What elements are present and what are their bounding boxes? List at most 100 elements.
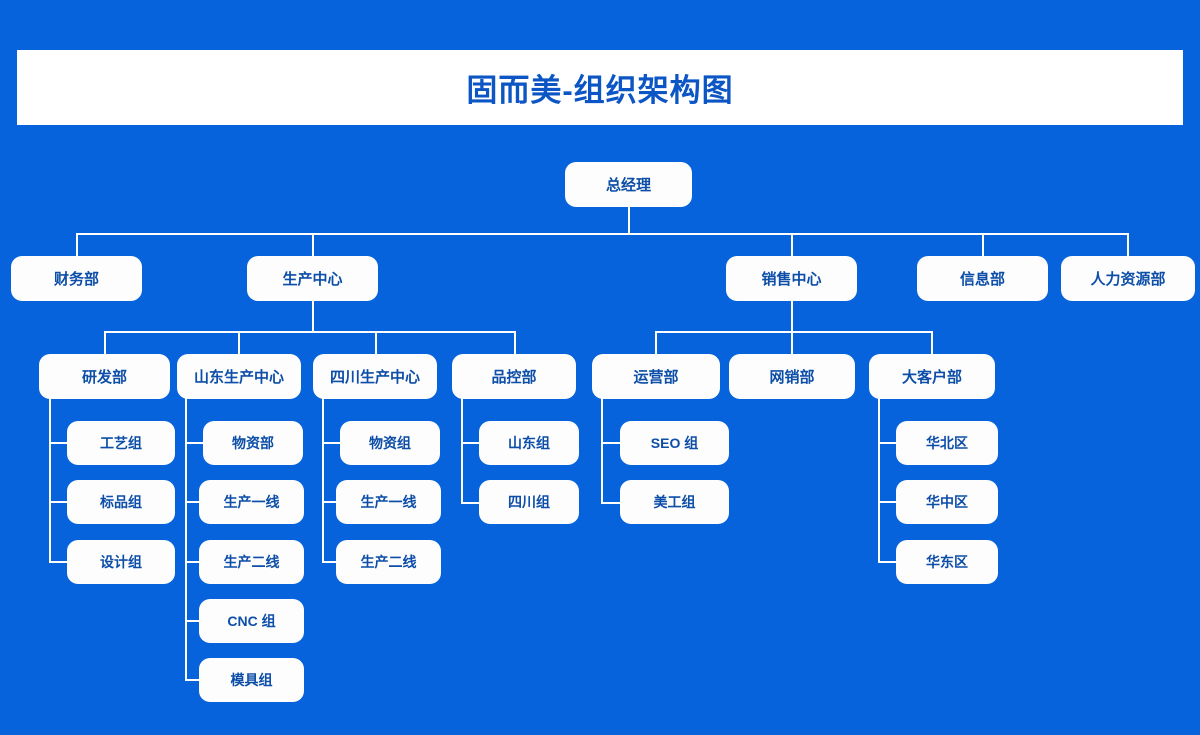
connector-sd-spine — [185, 398, 187, 681]
node-label: 生产二线 — [360, 554, 417, 570]
node-label: 运营部 — [633, 369, 679, 386]
connector-drop-prod — [312, 233, 314, 257]
node-label: 标品组 — [100, 494, 142, 510]
connector-sales-trunk — [655, 331, 932, 333]
node-information-dept[interactable]: 信息部 — [917, 256, 1048, 301]
node-label: 生产一线 — [360, 494, 417, 510]
node-label: 大客户部 — [901, 369, 962, 386]
connector-gm-stem — [628, 207, 630, 233]
node-sales-center[interactable]: 销售中心 — [726, 256, 857, 301]
connector-drop-info — [982, 233, 984, 257]
node-label: 网销部 — [769, 369, 815, 386]
connector-drop-keyacct — [931, 331, 933, 355]
node-label: 财务部 — [53, 271, 99, 288]
node-online-sales-dept[interactable]: 网销部 — [729, 354, 855, 399]
node-label: 物资组 — [369, 435, 411, 451]
connector-drop-sd — [238, 331, 240, 355]
connector-rd-stub-3 — [49, 561, 68, 563]
node-cnc-group[interactable]: CNC 组 — [199, 599, 304, 643]
node-label: 销售中心 — [761, 271, 822, 288]
node-finance-dept[interactable]: 财务部 — [11, 256, 142, 301]
connector-sc-spine — [322, 398, 324, 563]
connector-rd-spine — [49, 398, 51, 563]
connector-sd-stub-4 — [185, 620, 203, 622]
node-shandong-production-line-2[interactable]: 生产二线 — [199, 540, 304, 584]
connector-ops-stub-1 — [601, 442, 620, 444]
node-hr-dept[interactable]: 人力资源部 — [1061, 256, 1195, 301]
node-label: 总经理 — [605, 177, 651, 194]
connector-drop-sc — [375, 331, 377, 355]
connector-drop-hr — [1127, 233, 1129, 257]
connector-sales-stem — [791, 301, 793, 331]
connector-keyacct-stub-3 — [878, 561, 896, 563]
connector-sd-stub-2 — [185, 501, 203, 503]
connector-qc-stub-1 — [461, 442, 479, 444]
connector-level1-trunk — [76, 233, 1128, 235]
connector-sc-stub-2 — [322, 501, 340, 503]
connector-sc-stub-3 — [322, 561, 340, 563]
node-mold-group[interactable]: 模具组 — [199, 658, 304, 702]
node-qc-shandong-group[interactable]: 山东组 — [479, 421, 579, 465]
node-north-china-region[interactable]: 华北区 — [896, 421, 998, 465]
node-label: 生产一线 — [223, 494, 280, 510]
node-shandong-production-line-1[interactable]: 生产一线 — [199, 480, 304, 524]
node-label: 生产中心 — [282, 271, 343, 288]
connector-sd-stub-3 — [185, 561, 203, 563]
node-rd-dept[interactable]: 研发部 — [39, 354, 170, 399]
connector-drop-rd — [104, 331, 106, 355]
node-label: 华中区 — [926, 494, 968, 510]
node-sichuan-production-center[interactable]: 四川生产中心 — [313, 354, 437, 399]
title-banner: 固而美-组织架构图 — [17, 50, 1183, 125]
connector-drop-qc — [514, 331, 516, 355]
node-seo-group[interactable]: SEO 组 — [620, 421, 729, 465]
node-east-china-region[interactable]: 华东区 — [896, 540, 998, 584]
node-sichuan-materials-group[interactable]: 物资组 — [340, 421, 440, 465]
node-art-design-group[interactable]: 美工组 — [620, 480, 729, 524]
connector-ops-stub-2 — [601, 502, 620, 504]
connector-prod-stem — [312, 301, 314, 331]
node-label: 品控部 — [491, 369, 537, 386]
connector-keyacct-stub-1 — [878, 442, 896, 444]
connector-rd-stub-1 — [49, 442, 68, 444]
connector-drop-online — [791, 331, 793, 355]
node-operations-dept[interactable]: 运营部 — [592, 354, 720, 399]
node-label: 设计组 — [100, 554, 142, 570]
node-shandong-materials-dept[interactable]: 物资部 — [203, 421, 303, 465]
node-production-center[interactable]: 生产中心 — [247, 256, 378, 301]
connector-drop-sales — [791, 233, 793, 257]
node-label: CNC 组 — [227, 613, 276, 629]
node-label: 山东生产中心 — [193, 369, 284, 386]
node-central-china-region[interactable]: 华中区 — [896, 480, 998, 524]
connector-sd-stub-1 — [185, 442, 203, 444]
connector-sc-stub-1 — [322, 442, 340, 444]
node-sichuan-production-line-2[interactable]: 生产二线 — [336, 540, 441, 584]
connector-qc-spine — [461, 398, 463, 504]
connector-keyacct-stub-2 — [878, 501, 896, 503]
connector-keyacct-spine — [878, 398, 880, 563]
node-standard-product-group[interactable]: 标品组 — [67, 480, 175, 524]
node-label: 信息部 — [959, 271, 1005, 288]
node-label: 华北区 — [926, 435, 968, 451]
page-title: 固而美-组织架构图 — [466, 73, 734, 108]
connector-rd-stub-2 — [49, 501, 68, 503]
node-design-group[interactable]: 设计组 — [67, 540, 175, 584]
node-label: 四川组 — [508, 494, 550, 510]
node-label: 山东组 — [508, 435, 550, 451]
node-general-manager[interactable]: 总经理 — [565, 162, 692, 207]
node-shandong-production-center[interactable]: 山东生产中心 — [177, 354, 301, 399]
connector-ops-spine — [601, 398, 603, 504]
connector-prod-trunk — [104, 331, 516, 333]
connector-sd-stub-5 — [185, 679, 203, 681]
node-quality-control-dept[interactable]: 品控部 — [452, 354, 576, 399]
node-label: 研发部 — [81, 369, 127, 386]
node-label: 工艺组 — [100, 435, 142, 451]
node-process-group[interactable]: 工艺组 — [67, 421, 175, 465]
node-sichuan-production-line-1[interactable]: 生产一线 — [336, 480, 441, 524]
node-label: 模具组 — [230, 672, 273, 688]
node-key-account-dept[interactable]: 大客户部 — [869, 354, 995, 399]
connector-drop-ops — [655, 331, 657, 355]
node-label: 美工组 — [653, 494, 696, 510]
node-label: 华东区 — [926, 554, 968, 570]
node-qc-sichuan-group[interactable]: 四川组 — [479, 480, 579, 524]
